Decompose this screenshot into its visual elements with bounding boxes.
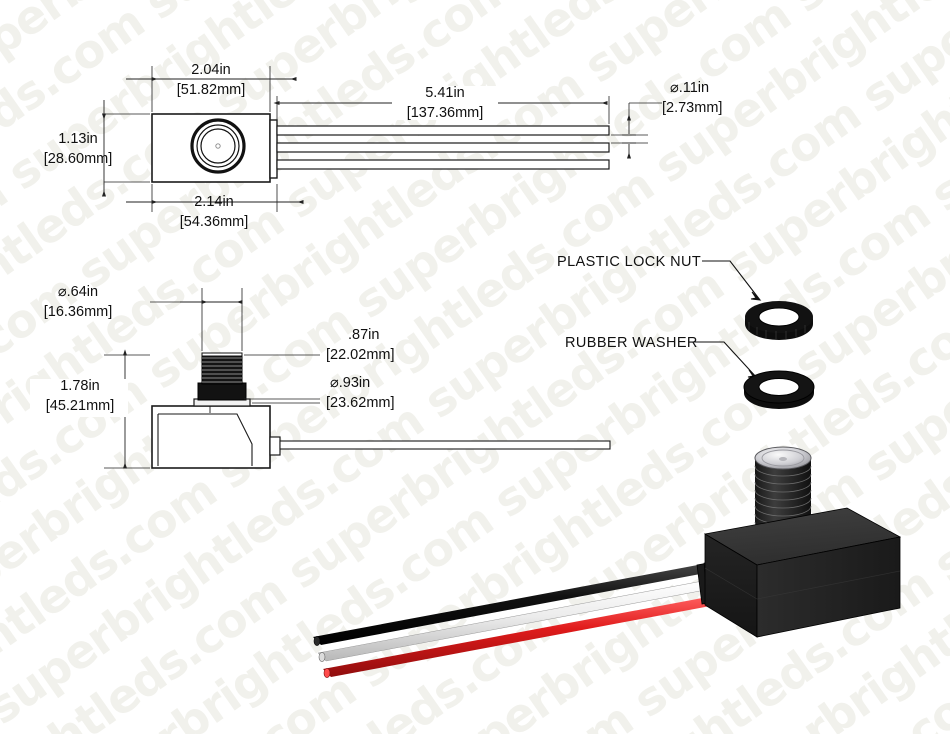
- dimension-value: ⌀.93in: [330, 375, 370, 391]
- top-view-wires: [276, 125, 610, 170]
- dimension-value: 5.41in: [425, 85, 465, 101]
- dimension-value: 1.78in: [60, 378, 100, 394]
- dimension-value-mm: [22.02mm]: [326, 347, 395, 363]
- parts-callouts-group: PLASTIC LOCK NUT: [557, 254, 815, 409]
- dimension-value: .87in: [348, 327, 379, 343]
- render-enclosure-box: [703, 507, 902, 638]
- box-right-face: [756, 536, 901, 638]
- dimension-value-mm: [2.73mm]: [662, 100, 722, 116]
- side-view-wire-exit: [269, 436, 611, 456]
- dimension-wire-length: 5.41in [137.36mm]: [273, 85, 608, 121]
- dimension-value-mm: [16.36mm]: [44, 304, 113, 320]
- callout-label-rubber-washer: RUBBER WASHER: [565, 335, 698, 351]
- dimension-value: 1.13in: [58, 131, 98, 147]
- dimension-body-height: 1.13in [28.60mm]: [44, 100, 113, 197]
- top-view-sensor-dome: [190, 118, 246, 174]
- black-wire: [313, 564, 711, 645]
- leader-arrow-lock-nut: [750, 291, 762, 301]
- render-wires: [313, 564, 721, 678]
- dimension-value: ⌀.11in: [670, 80, 709, 96]
- top-view-group: 2.04in [51.82mm] 1.13in [28.60mm] 2.14in…: [44, 62, 723, 230]
- side-view-inner-edge: [158, 413, 253, 466]
- product-3d-render: [313, 446, 902, 678]
- dimension-value-mm: [51.82mm]: [177, 82, 246, 98]
- dimension-overall-height: 1.78in [45.21mm]: [30, 349, 128, 469]
- dimension-value: 2.14in: [194, 194, 234, 210]
- callout-label-lock-nut: PLASTIC LOCK NUT: [557, 254, 701, 270]
- dimension-value: 2.04in: [191, 62, 231, 78]
- side-view-threaded-barrel: [201, 352, 243, 385]
- red-wire: [323, 596, 721, 677]
- part-plastic-lock-nut: [745, 301, 813, 340]
- dimension-value-mm: [137.36mm]: [407, 105, 484, 121]
- dimension-wire-diameter: ⌀.11in [2.73mm]: [622, 80, 722, 159]
- white-wire: [317, 579, 717, 662]
- side-view-group: ⌀.64in [16.36mm] 1.78in [45.21mm] .87in …: [30, 284, 611, 469]
- dimension-value-mm: [23.62mm]: [326, 395, 395, 411]
- leader-line-lock-nut: [702, 260, 761, 301]
- dimension-thread-diameter: ⌀.64in [16.36mm]: [44, 284, 243, 320]
- dimension-body-width-overall: 2.14in [54.36mm]: [126, 194, 304, 230]
- dimension-value: ⌀.64in: [58, 284, 98, 300]
- dimension-value-mm: [45.21mm]: [46, 398, 115, 414]
- dimension-value-mm: [54.36mm]: [180, 214, 249, 230]
- side-view-extension-lines: [104, 288, 320, 469]
- part-rubber-washer: [743, 370, 815, 409]
- dimension-body-width: 2.04in [51.82mm]: [126, 62, 297, 98]
- dimension-value-mm: [28.60mm]: [44, 151, 113, 167]
- side-view-flange-nut: [197, 382, 247, 401]
- top-view-connector: [269, 119, 278, 179]
- dimension-thread-height: .87in [22.02mm]: [326, 327, 395, 363]
- leader-line-rubber-washer: [692, 341, 758, 379]
- dimension-flange-diameter: ⌀.93in [23.62mm]: [326, 375, 395, 411]
